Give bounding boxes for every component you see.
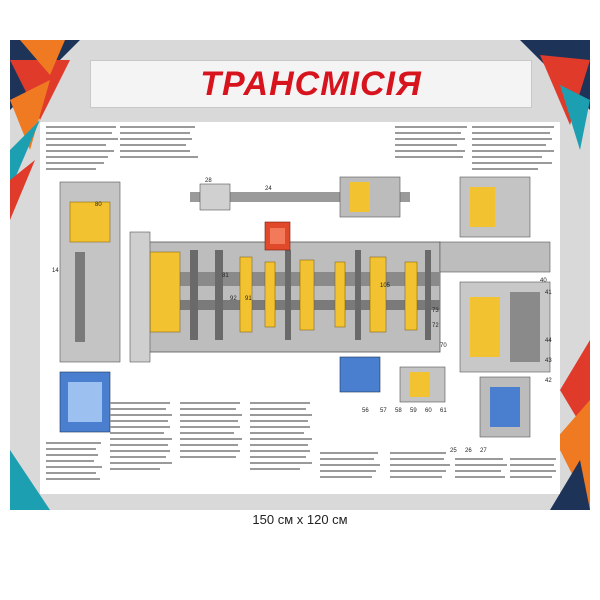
- callout-number: 56: [362, 408, 369, 414]
- legend-block-top-left: [46, 126, 198, 170]
- poster-board: ТРАНСМІСІЯ: [10, 40, 590, 510]
- callout-number: 61: [440, 408, 447, 414]
- callout-numbers: 24 14 105 40 41 44 43 42 92 91 81 80 56 …: [52, 178, 552, 454]
- callout-number: 44: [545, 338, 552, 344]
- input-shaft: [190, 176, 410, 218]
- callout-number: 81: [222, 273, 229, 279]
- callout-number: 73: [432, 308, 439, 314]
- callout-number: 57: [380, 408, 387, 414]
- callout-number: 40: [540, 278, 547, 284]
- page-title: ТРАНСМІСІЯ: [200, 64, 422, 103]
- callout-number: 43: [545, 358, 552, 364]
- callout-number: 59: [410, 408, 417, 414]
- diagram-panel: 24 14 105 40 41 44 43 42 92 91 81 80 56 …: [40, 122, 560, 494]
- decorative-triangles-right: [520, 40, 590, 510]
- pump-unit: [264, 221, 291, 251]
- lower-assemblies: [339, 356, 531, 438]
- clutch-assembly: [59, 181, 121, 433]
- decorative-triangles-bottom: [10, 450, 50, 510]
- transmission-diagram: 24 14 105 40 41 44 43 42 92 91 81 80 56 …: [46, 126, 556, 480]
- title-banner: ТРАНСМІСІЯ: [90, 60, 532, 108]
- legend-block-top-right: [395, 126, 554, 170]
- right-gear-train: [439, 176, 551, 373]
- size-caption: 150 см х 120 см: [252, 512, 348, 527]
- callout-number: 27: [480, 448, 487, 454]
- callout-number: 80: [95, 202, 102, 208]
- callout-number: 42: [545, 378, 552, 384]
- callout-number: 92: [230, 296, 237, 302]
- callout-number: 25: [450, 448, 457, 454]
- callout-number: 60: [425, 408, 432, 414]
- callout-number: 91: [245, 296, 252, 302]
- decorative-triangles-left: [10, 40, 80, 220]
- callout-number: 70: [440, 343, 447, 349]
- callout-number: 41: [545, 290, 552, 296]
- callout-number: 28: [205, 178, 212, 184]
- legend-block-bottom: [46, 402, 556, 480]
- main-gearbox: [129, 231, 441, 363]
- callout-number: 58: [395, 408, 402, 414]
- callout-number: 105: [380, 283, 391, 289]
- callout-number: 26: [465, 448, 472, 454]
- callout-number: 14: [52, 268, 59, 274]
- callout-number: 24: [265, 186, 272, 192]
- callout-number: 72: [432, 323, 439, 329]
